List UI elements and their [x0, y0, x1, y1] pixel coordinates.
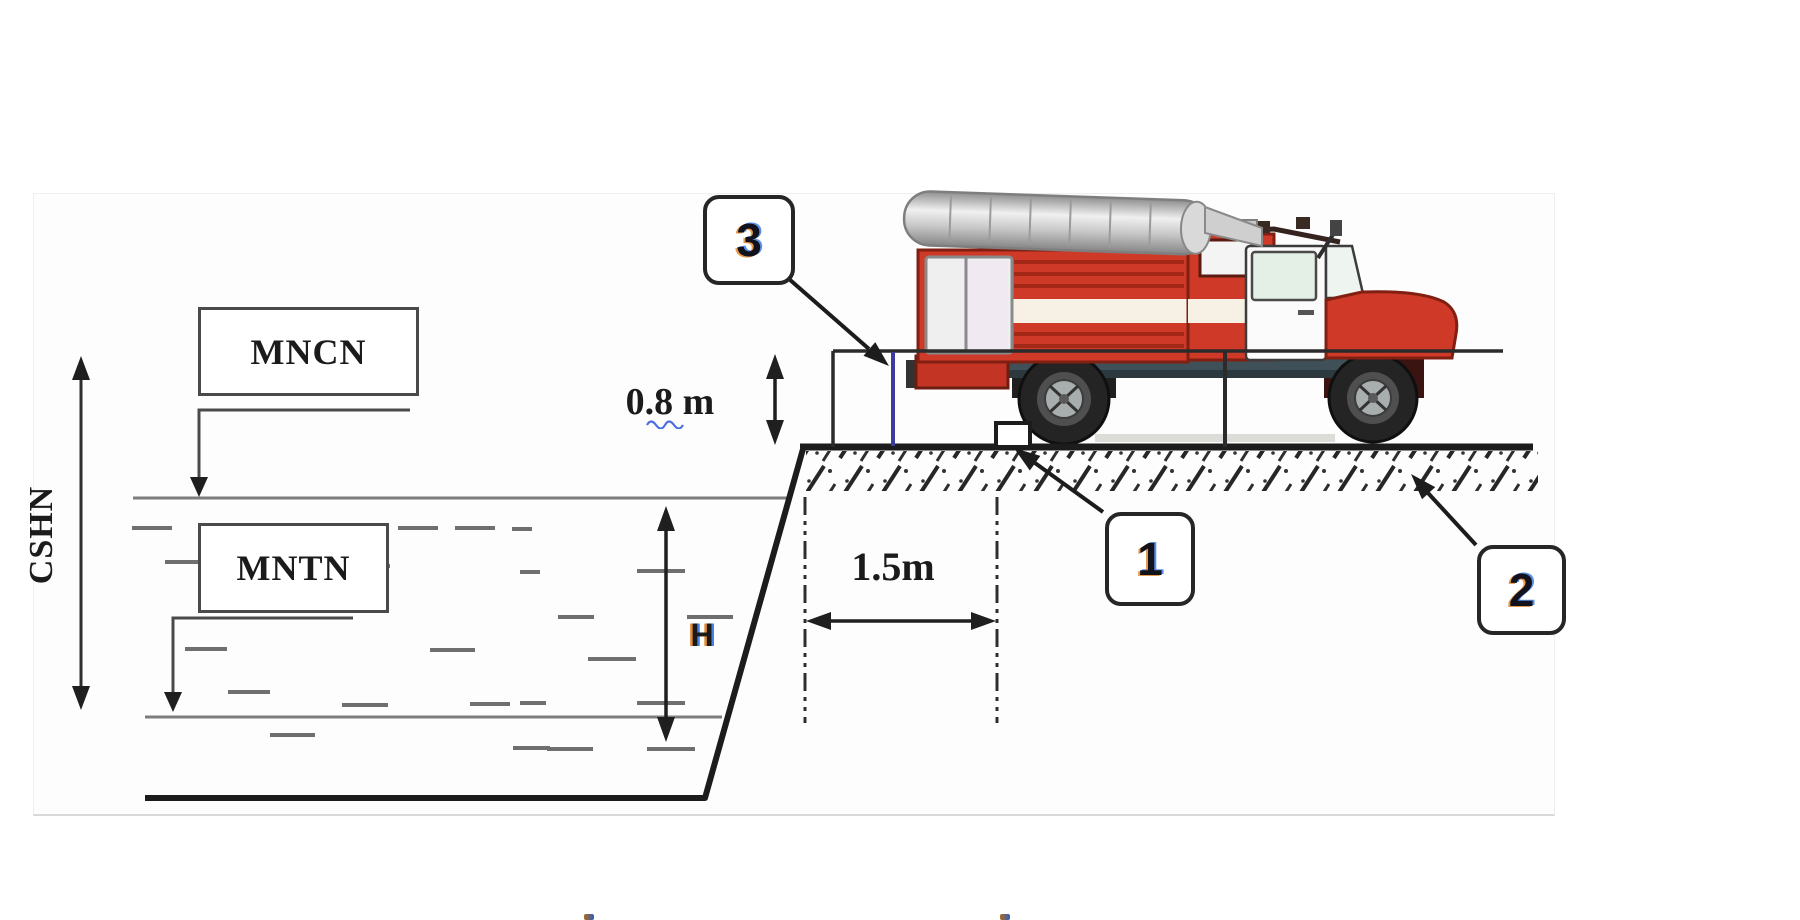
- callout-3-number: 3: [736, 214, 762, 266]
- wheel-chock: [994, 421, 1032, 449]
- callout-2-ground: 2: [1477, 545, 1566, 635]
- callout-3-suction-pipe: 3: [703, 195, 795, 285]
- callout-2-arrow: [1411, 474, 1478, 547]
- depth-h-arrow: [657, 506, 675, 742]
- mntn-leader-arrow: [164, 616, 353, 712]
- spellcheck-squiggle-icon: [646, 420, 684, 429]
- bank-offset-dimension: [803, 497, 999, 723]
- water-level-lines: [133, 496, 788, 719]
- cshn-range-arrow: [72, 356, 90, 710]
- bottom-edge-fragment: [584, 914, 594, 920]
- reservoir-bank-slope: [145, 448, 806, 801]
- platform-height-arrow: [766, 354, 784, 445]
- bank-offset-label: 1.5m: [851, 543, 935, 589]
- upper-water-level-box: MNCN: [198, 307, 419, 396]
- lower-water-level-box: MNTN: [198, 523, 389, 613]
- platform-outline: [831, 349, 1503, 447]
- callout-3-arrow: [787, 277, 889, 366]
- callout-2-number: 2: [1508, 564, 1535, 616]
- level-range-label: CSHN: [23, 485, 60, 585]
- lower-water-level-label: MNTN: [236, 548, 351, 588]
- callout-1-wheel-chock: 1: [1105, 512, 1195, 606]
- mncn-leader-arrow: [190, 408, 410, 497]
- platform-height-label: 0.8 m: [625, 381, 715, 423]
- water-depth-label: H: [690, 616, 714, 653]
- bottom-edge-fragment: [1000, 914, 1010, 920]
- upper-water-level-label: MNCN: [250, 331, 367, 372]
- callout-1-number: 1: [1137, 533, 1163, 585]
- callout-1-arrow: [1014, 448, 1105, 514]
- fire-truck-image: [902, 190, 1459, 446]
